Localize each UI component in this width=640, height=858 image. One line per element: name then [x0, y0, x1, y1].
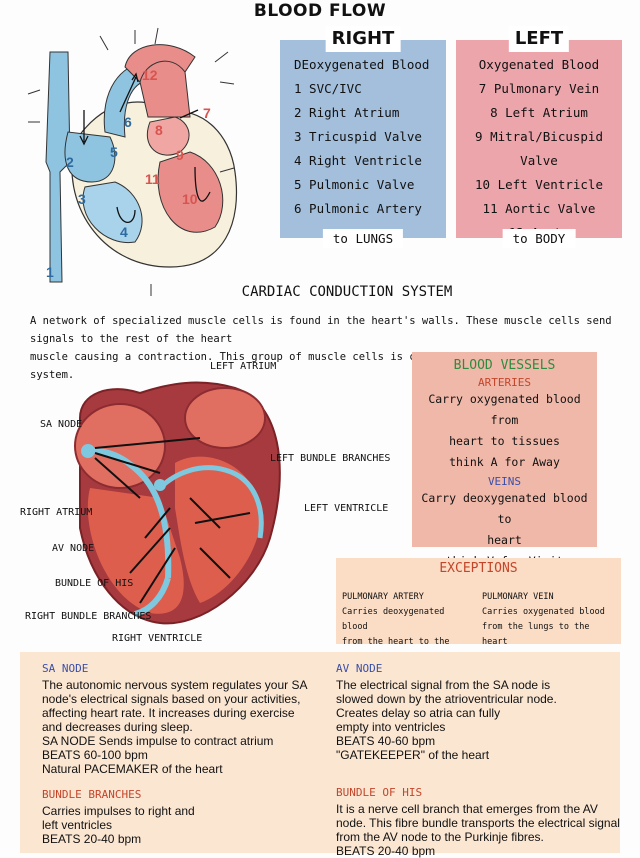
sa-node-heading: SA NODE — [42, 662, 89, 675]
left-side-red — [124, 44, 224, 233]
node-info-panel: SA NODE The autonomic nervous system reg… — [20, 652, 620, 858]
sa-node-line: affecting heart rate. It increases durin… — [42, 706, 295, 720]
label-av-node: AV NODE — [52, 543, 95, 554]
right-legend-list: DEoxygenated Blood 1 SVC/IVC 2 Right Atr… — [280, 53, 446, 221]
sa-node-line: Natural PACEMAKER of the heart — [42, 762, 223, 776]
av-node-line: The electrical signal from the SA node i… — [336, 678, 551, 692]
sa-node-line: SA NODE Sends impulse to contract atrium — [42, 734, 274, 748]
exception-title: PULMONARY VEIN — [482, 592, 554, 602]
heart-number: 3 — [78, 191, 86, 207]
left-legend-footer: to BODY — [502, 229, 576, 248]
arteries-line: think A for Away — [449, 455, 560, 469]
heart-number: 5 — [110, 144, 118, 160]
label-bundle-of-his: BUNDLE OF HIS — [55, 578, 134, 589]
left-side-legend: LEFT Oxygenated Blood 7 Pulmonary Vein 8… — [456, 26, 622, 248]
exception-line: from the lungs to the heart — [482, 622, 590, 647]
legend-line: Oxygenated Blood — [478, 57, 600, 72]
bundle-of-his-line: It is a nerve cell branch that emerges f… — [336, 802, 598, 816]
left-legend-list: Oxygenated Blood 7 Pulmonary Vein 8 Left… — [456, 53, 622, 245]
bundle-branches-line: left ventricles — [42, 818, 113, 832]
sa-node-block: SA NODE The autonomic nervous system reg… — [42, 662, 337, 776]
blood-vessels-box: BLOOD VESSELS ARTERIES Carry oxygenated … — [412, 352, 597, 568]
exception-pulmonary-vein: PULMONARY VEIN Carries oxygenated blood … — [482, 590, 612, 650]
bundle-branches-line: BEATS 20-40 bpm — [42, 832, 142, 846]
legend-line: DEoxygenated Blood — [294, 57, 430, 72]
legend-line: 10 Left Ventricle — [475, 177, 603, 192]
legend-line: 11 Aortic Valve — [482, 201, 596, 216]
arteries-line: Carry oxygenated blood from — [428, 392, 581, 427]
impulse-arrows — [94, 437, 251, 604]
bundle-of-his-heading: BUNDLE OF HIS — [336, 786, 423, 799]
legend-line: 6 Pulmonic Artery — [294, 201, 422, 216]
label-sa-node: SA NODE — [40, 419, 83, 430]
heart-number: 4 — [120, 224, 128, 240]
legend-line: 7 Pulmonary Vein — [478, 81, 600, 96]
left-legend-heading: LEFT — [508, 26, 570, 52]
exception-line: Carries oxygenated blood — [482, 607, 605, 617]
exception-title: PULMONARY ARTERY — [342, 592, 424, 602]
label-left-bundle-branches: LEFT BUNDLE BRANCHES — [270, 453, 391, 464]
right-legend-heading: RIGHT — [325, 26, 401, 52]
label-right-ventricle: RIGHT VENTRICLE — [112, 633, 203, 644]
heart-number: 1 — [46, 264, 54, 280]
heart-number: 10 — [182, 191, 198, 207]
label-left-atrium: LEFT ATRIUM — [210, 361, 277, 372]
arteries-heading: ARTERIES — [478, 376, 531, 389]
heart-number: 11 — [145, 171, 160, 187]
sa-node-line: BEATS 60-100 bpm — [42, 748, 148, 762]
legend-line: 8 Left Atrium — [490, 105, 588, 120]
conduction-section-title: CARDIAC CONDUCTION SYSTEM — [241, 284, 453, 300]
outflow-arrows — [27, 27, 235, 296]
heart-number: 8 — [155, 122, 163, 138]
av-node-heading: AV NODE — [336, 662, 383, 675]
heart-number: 6 — [124, 114, 132, 130]
legend-line: 9 Mitral/Bicuspid Valve — [475, 129, 603, 168]
sa-node-line: and decreases during sleep. — [42, 720, 193, 734]
legend-line: 4 Right Ventricle — [294, 153, 422, 168]
page-title: BLOOD FLOW — [253, 1, 387, 21]
heart-number: 9 — [176, 147, 184, 163]
exceptions-box: EXCEPTIONS PULMONARY ARTERY Carries deox… — [336, 558, 621, 662]
veins-heading: VEINS — [487, 475, 522, 488]
veins-line: Carry deoxygenated blood to — [421, 491, 588, 526]
right-legend-footer: to LUNGS — [322, 229, 404, 248]
av-node-line: empty into ventricles — [336, 720, 446, 734]
label-left-ventricle: LEFT VENTRICLE — [304, 503, 389, 514]
bundle-branches-block: BUNDLE BRANCHES Carries impulses to righ… — [42, 788, 332, 846]
av-node-block: AV NODE The electrical signal from the S… — [336, 662, 620, 762]
flow-arrows — [79, 72, 211, 224]
legend-line: 2 Right Atrium — [294, 105, 400, 120]
exceptions-heading: EXCEPTIONS — [439, 561, 518, 576]
conduction-diagram — [74, 381, 281, 625]
label-right-atrium: RIGHT ATRIUM — [20, 507, 93, 518]
heart-number: 12 — [142, 67, 158, 83]
arteries-line: heart to tissues — [449, 434, 560, 448]
sa-node-line: node's electrical signals based on your … — [42, 692, 301, 706]
av-node-line: "GATEKEEPER" of the heart — [336, 748, 490, 762]
bundle-of-his-line: from the AV node to the Purkinje fibres. — [336, 830, 544, 844]
bundle-of-his-line: BEATS 20-40 bpm — [336, 844, 436, 858]
bundle-of-his-block: BUNDLE OF HIS It is a nerve cell branch … — [336, 786, 620, 858]
av-node-line: slowed down by the atrioventricular node… — [336, 692, 557, 706]
heart-number: 2 — [66, 154, 74, 170]
sa-node-line: The autonomic nervous system regulates y… — [42, 678, 308, 692]
heart-anatomy-diagram: 1 2 3 4 5 6 7 8 9 10 11 12 — [27, 27, 238, 296]
veins-line: heart — [487, 533, 522, 547]
bundle-branches-line: Carries impulses to right and — [42, 804, 195, 818]
label-right-bundle-branches: RIGHT BUNDLE BRANCHES — [25, 611, 152, 622]
heart-number: 7 — [203, 105, 211, 121]
av-node-line: Creates delay so atria can fully — [336, 706, 501, 720]
blood-vessels-heading: BLOOD VESSELS — [453, 358, 556, 373]
legend-line: 3 Tricuspid Valve — [294, 129, 422, 144]
bundle-of-his-line: node. This fibre bundle transports the e… — [336, 816, 620, 830]
av-node-line: BEATS 40-60 bpm — [336, 734, 436, 748]
right-side-legend: RIGHT DEoxygenated Blood 1 SVC/IVC 2 Rig… — [280, 26, 446, 248]
bundle-branches-heading: BUNDLE BRANCHES — [42, 788, 142, 801]
exception-line: Carries deoxygenated blood — [342, 607, 445, 632]
legend-line: 5 Pulmonic Valve — [294, 177, 415, 192]
legend-line: 1 SVC/IVC — [294, 81, 362, 96]
intro-line: A network of specialized muscle cells is… — [30, 315, 612, 345]
heart-numbers: 1 2 3 4 5 6 7 8 9 10 11 12 — [46, 67, 211, 280]
